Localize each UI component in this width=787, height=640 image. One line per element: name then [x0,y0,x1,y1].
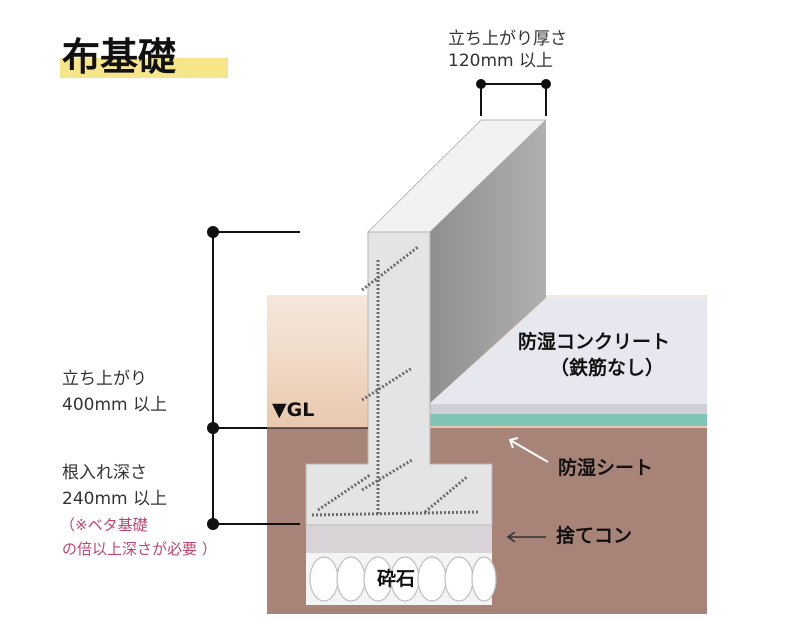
title-highlight [60,58,228,78]
embed-label-line2: 240mm 以上 [62,489,167,509]
dim-dot [541,79,551,89]
gl-label: ▼GL [272,399,314,421]
rise-label-line1: 立ち上がり [62,369,147,389]
lean-label: 捨てコン [556,524,632,547]
sheet-label: 防湿シート [558,456,653,479]
dim-dot [207,422,219,434]
moisture-sheet [426,414,707,426]
sheet-arrow [508,437,549,463]
moisture-concrete-slab [430,298,707,404]
thickness-label-line1: 立ち上がり厚さ [448,29,567,49]
rebar [311,245,481,517]
lean-arrow [506,531,546,543]
concrete-label-line2: （鉄筋なし） [550,356,664,379]
gravel-stones [309,556,497,602]
embed-note-line1: （※ベタ基礎 [60,516,148,534]
embed-note-line2: の倍以上深さが必要 ） [62,540,217,558]
foundation-side-face [430,120,546,403]
dim-dot [207,226,219,238]
gravel-label: 砕石 [377,568,415,590]
foundation-front-face [305,231,493,526]
thickness-dimension [480,80,547,116]
dim-dot [207,518,219,530]
height-dimension [212,231,300,525]
concrete-label-line1: 防湿コンクリート [518,330,670,353]
page-title: 布基礎 [62,35,176,79]
lean-concrete [306,525,492,553]
rise-label-line2: 400mm 以上 [62,395,167,415]
embed-label-line1: 根入れ深さ [62,463,147,483]
thickness-label-line2: 120mm 以上 [448,51,553,71]
moisture-concrete-slab-edge [430,404,707,414]
dim-dot [476,79,486,89]
